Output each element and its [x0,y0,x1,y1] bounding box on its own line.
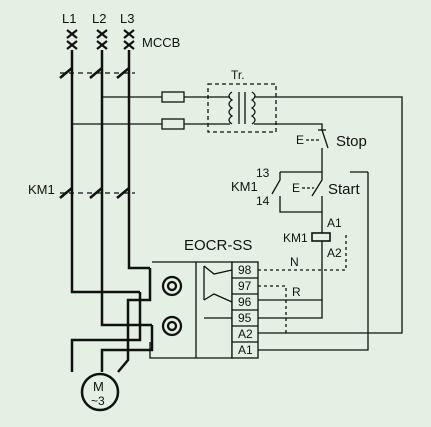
label-transformer: Tr. [231,68,245,82]
label-aux-14: 14 [256,194,270,208]
label-l3: L3 [120,11,134,26]
label-e-stop: E [296,133,304,147]
label-coil-a1: A1 [327,216,342,230]
motor-phase-label: ~3 [91,394,105,408]
transformer-windings [210,91,276,125]
mccb-breaker-l1 [66,29,78,50]
phase-conductor-l3 [116,50,150,270]
relay-contact-96 [203,286,233,319]
label-coil-a2: A2 [327,246,342,260]
stop-pushbutton [306,129,329,172]
label-km1-aux: KM1 [231,179,258,194]
label-l1: L1 [62,11,76,26]
km1-aux-contact [271,172,322,213]
aux-dashed-r [258,285,287,333]
km1-coil [311,232,331,242]
aux-wire-95 [258,300,323,319]
terminal-98: 98 [238,263,252,277]
motor-label: M [93,379,104,394]
label-n: N [290,255,299,269]
label-l2: L2 [92,11,106,26]
motor-leads [70,268,154,373]
terminal-a2: A2 [238,327,253,341]
fuse-upper [161,91,185,103]
secondary-wire-top [236,96,403,334]
ct-window-upper [161,275,183,297]
terminal-a1: A1 [238,343,253,357]
phase-conductor-l2 [89,50,152,327]
label-coil: KM1 [283,231,308,245]
motor-symbol [80,372,120,412]
phase-conductor-l1 [59,50,140,294]
terminal-96: 96 [238,295,252,309]
relay-contact-98 [203,265,233,286]
terminal-97: 97 [238,279,252,293]
label-mccb: MCCB [142,35,180,50]
relay-title: EOCR-SS [184,237,252,254]
label-km1-main: KM1 [28,182,55,197]
mccb-breaker-l2 [96,29,108,50]
fuse-lower [161,118,185,130]
label-stop: Stop [336,133,367,150]
start-pushbutton [302,172,323,212]
ct-window-lower [161,315,183,337]
eocr-relay [149,261,259,359]
label-r: R [292,285,301,299]
feeder-wire-right [236,172,369,351]
secondary-wire-to-stop [276,123,323,130]
transformer-box [207,83,277,133]
mccb-breaker-l3 [123,29,135,50]
label-aux-13: 13 [256,166,270,180]
label-start: Start [328,181,361,198]
label-e-start: E [292,181,300,195]
terminal-95: 95 [238,311,252,325]
